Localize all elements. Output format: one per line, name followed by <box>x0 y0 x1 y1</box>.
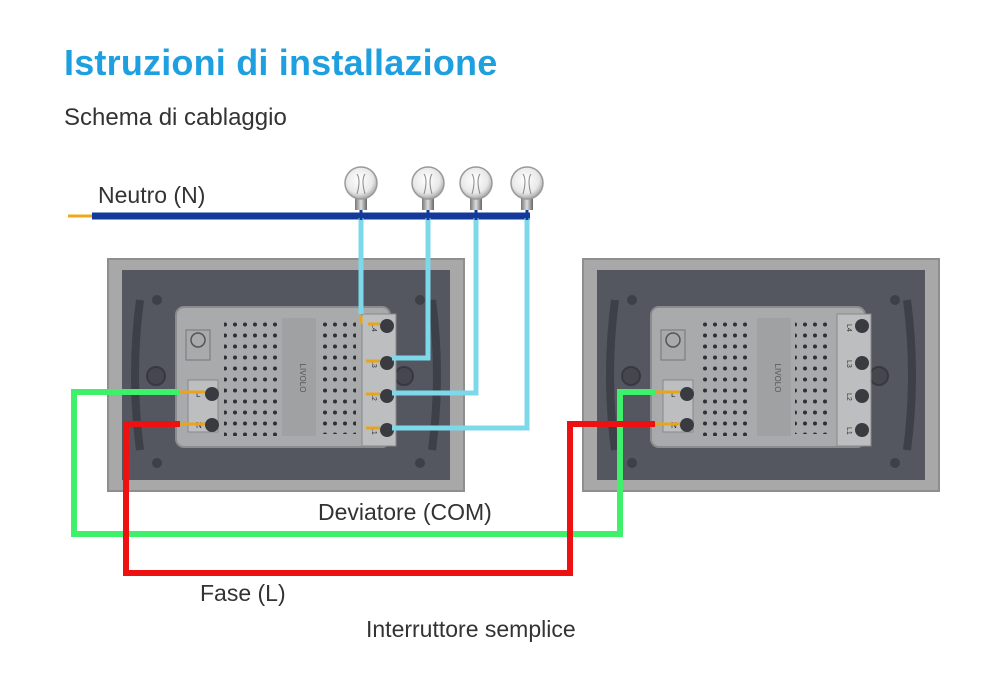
lamp-3 <box>459 166 493 220</box>
com-wire <box>71 389 655 537</box>
terminal-screw-icon <box>380 319 394 333</box>
lamp-base-icon <box>470 198 482 210</box>
load-wire-4 <box>392 218 530 431</box>
terminal-label: L1 <box>370 427 377 435</box>
lamp-2 <box>411 166 445 220</box>
ce-mark-icon <box>190 332 206 348</box>
phase-wire <box>123 421 655 576</box>
terminal-screw-icon <box>380 423 394 437</box>
terminal-leads <box>180 316 680 430</box>
output-terminals: L4 L3 L2 L1 <box>836 313 872 447</box>
terminal-screw-icon <box>855 319 869 333</box>
screw-hole-icon <box>621 366 641 386</box>
lamp-1 <box>344 166 378 220</box>
lamp-4 <box>510 166 544 220</box>
terminal-screw-icon <box>205 418 219 432</box>
load-wire-2 <box>392 218 431 361</box>
switch-right-brand: LIVOLO <box>773 364 782 393</box>
output-terminals: L4 L3 L2 L1 <box>361 313 397 447</box>
page-title: Istruzioni di installazione <box>64 42 498 83</box>
page-subtitle: Schema di cablaggio <box>64 104 287 131</box>
light-bulb-icon <box>344 166 378 200</box>
com-label: Deviatore (COM) <box>318 499 492 525</box>
switch-left-brand: LIVOLO <box>298 364 307 393</box>
screw-hole-icon <box>394 366 414 386</box>
terminal-label: L3 <box>845 360 852 368</box>
terminal-label: L2 <box>845 393 852 401</box>
terminal-label: L4 <box>370 324 377 332</box>
terminal-label: L3 <box>370 360 377 368</box>
terminal-screw-icon <box>380 356 394 370</box>
screw-hole-icon <box>146 366 166 386</box>
terminal-screw-icon <box>680 387 694 401</box>
switch-left: LIVOLO L N L4 L3 L2 L1 <box>107 258 465 492</box>
terminal-label: L <box>196 390 201 399</box>
terminal-label: L <box>671 390 676 399</box>
terminal-label: L1 <box>845 427 852 435</box>
load-wire-3 <box>392 218 479 396</box>
terminal-screw-icon <box>680 418 694 432</box>
light-bulb-icon <box>411 166 445 200</box>
load-wires <box>358 218 530 431</box>
light-bulb-icon <box>459 166 493 200</box>
terminal-screw-icon <box>380 389 394 403</box>
lamp-base-icon <box>422 198 434 210</box>
neutral-label: Neutro (N) <box>98 182 206 208</box>
simple-switch-label: Interruttore semplice <box>366 616 576 642</box>
terminal-label: L4 <box>845 324 852 332</box>
terminal-screw-icon <box>855 356 869 370</box>
switch-right: LIVOLO L N L4 L3 L2 L1 <box>582 258 940 492</box>
terminal-screw-icon <box>855 423 869 437</box>
ce-mark-icon <box>665 332 681 348</box>
terminal-label: L2 <box>370 393 377 401</box>
terminal-screw-icon <box>205 387 219 401</box>
screw-hole-icon <box>869 366 889 386</box>
light-bulb-icon <box>510 166 544 200</box>
terminal-screw-icon <box>855 389 869 403</box>
lamp-base-icon <box>355 198 367 210</box>
phase-label: Fase (L) <box>200 580 286 606</box>
lamp-base-icon <box>521 198 533 210</box>
